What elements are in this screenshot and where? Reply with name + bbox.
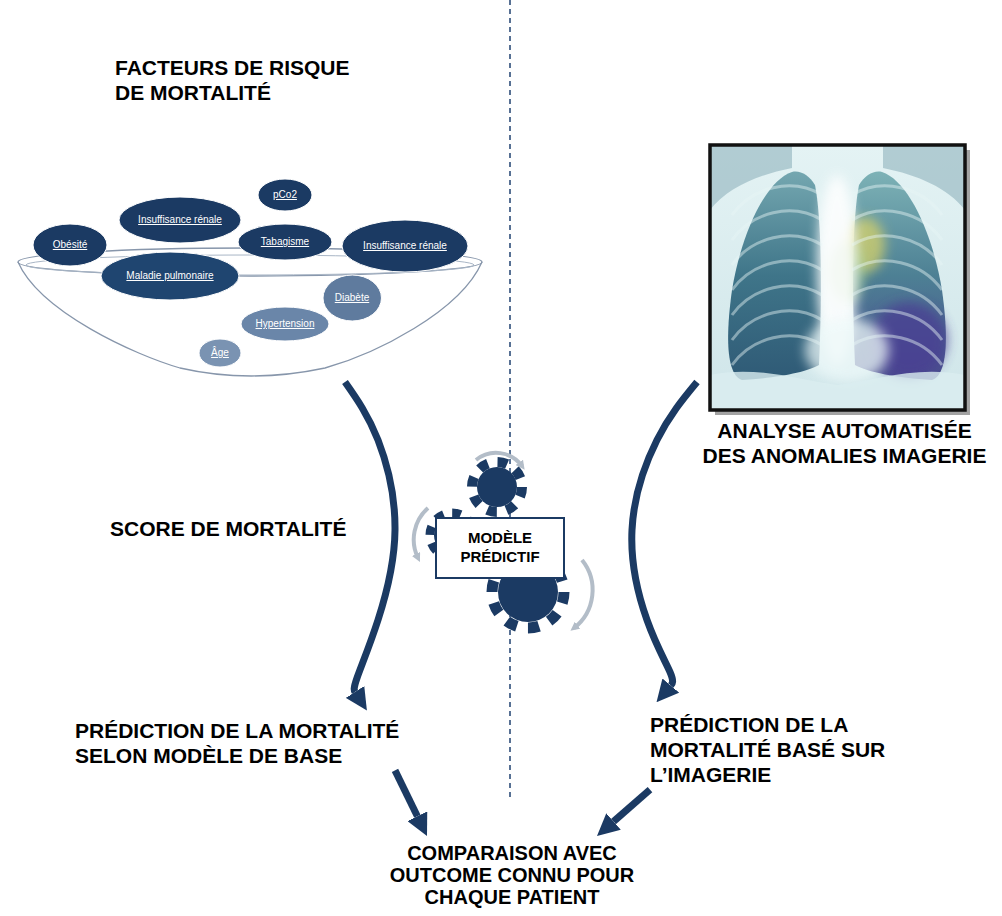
risk-bubble [323, 275, 381, 321]
model-box: MODÈLE PRÉDICTIF [435, 517, 565, 579]
chest-xray [710, 145, 970, 415]
node-text: MODÈLE PRÉDICTIF [445, 529, 555, 567]
node-text: PRÉDICTION DE LA MORTALITÉ SELON MODÈLE … [75, 718, 420, 768]
rib-line [732, 336, 822, 365]
diaphragm-shape [710, 372, 965, 410]
flow-arrow [395, 770, 417, 816]
result-text: PRÉDICTION DE LA MORTALITÉ BASÉ SUR L’IM… [650, 712, 905, 788]
risk-factor: pCo2 [257, 178, 313, 212]
risk-factor: Tabagisme [237, 223, 333, 261]
xray-image [710, 145, 965, 410]
gear-body [477, 467, 517, 507]
edge-label: SCORE DE MORTALITÉ [110, 516, 346, 541]
gear-teeth [472, 462, 522, 512]
rotation-arrow [476, 453, 522, 466]
rib-lines [732, 186, 942, 365]
risk-bubble [342, 220, 468, 272]
xray-background [710, 145, 965, 410]
rotation-arrow [574, 560, 593, 628]
risk-bubble [33, 224, 107, 266]
risk-factor-label: Âge [211, 347, 229, 359]
rib-line [852, 336, 942, 365]
xray-panel: ANALYSE AUTOMATISÉE DES ANOMALIES IMAGER… [697, 140, 992, 468]
risk-factor: Insuffisance rénale [118, 196, 242, 244]
node-text: COMPARAISON AVEC OUTCOME CONNU POUR CHAQ… [382, 842, 642, 908]
risk-factor-label: Diabète [335, 292, 369, 304]
risk-factor: Hypertension [240, 306, 330, 342]
risk-factor: Diabète [322, 274, 382, 322]
funnel-bowl [18, 262, 482, 376]
heart-shape [805, 318, 889, 382]
risk-factor: Âge [198, 338, 242, 368]
risk-bubble [258, 179, 312, 211]
risk-bubble [199, 339, 241, 367]
rotation-arrow [414, 508, 428, 558]
risk-factor: Obésité [32, 223, 108, 267]
image-frame [710, 145, 965, 410]
risk-factor-label: Hypertension [256, 318, 315, 330]
node-text: ANALYSE AUTOMATISÉE DES ANOMALIES IMAGER… [697, 418, 992, 468]
risk-factor-label: Insuffisance rénale [138, 214, 222, 226]
risk-factor-label: Insuffisance rénale [363, 240, 447, 252]
gear-group [414, 453, 593, 628]
risk-factor-label: Maladie pulmonaire [126, 270, 213, 282]
risk-bubble [119, 197, 241, 243]
risk-bubble [101, 252, 239, 300]
risk-bubble [241, 307, 329, 341]
risk-factor-label: pCo2 [273, 189, 297, 201]
result-text: PRÉDICTION DE LA MORTALITÉ SELON MODÈLE … [75, 718, 420, 768]
node-text: FACTEURS DE RISQUE DE MORTALITÉ [115, 55, 365, 105]
risk-factor-label: Tabagisme [261, 236, 309, 248]
node-text: PRÉDICTION DE LA MORTALITÉ BASÉ SUR L’IM… [650, 712, 905, 788]
flow-arrow [345, 382, 395, 692]
flow-arrow [614, 790, 650, 822]
risk-factor-label: Obésité [53, 239, 87, 251]
funnel-group: FACTEURS DE RISQUE DE MORTALITÉ pCo2Insuf… [15, 50, 490, 380]
outcome-text: COMPARAISON AVEC OUTCOME CONNU POUR CHAQ… [382, 842, 642, 908]
risk-factor: Insuffisance rénale [341, 219, 469, 273]
risk-factor: Maladie pulmonaire [100, 251, 240, 301]
risk-bubble [238, 224, 332, 260]
flow-arrow [632, 382, 697, 686]
divider-line [509, 0, 511, 800]
